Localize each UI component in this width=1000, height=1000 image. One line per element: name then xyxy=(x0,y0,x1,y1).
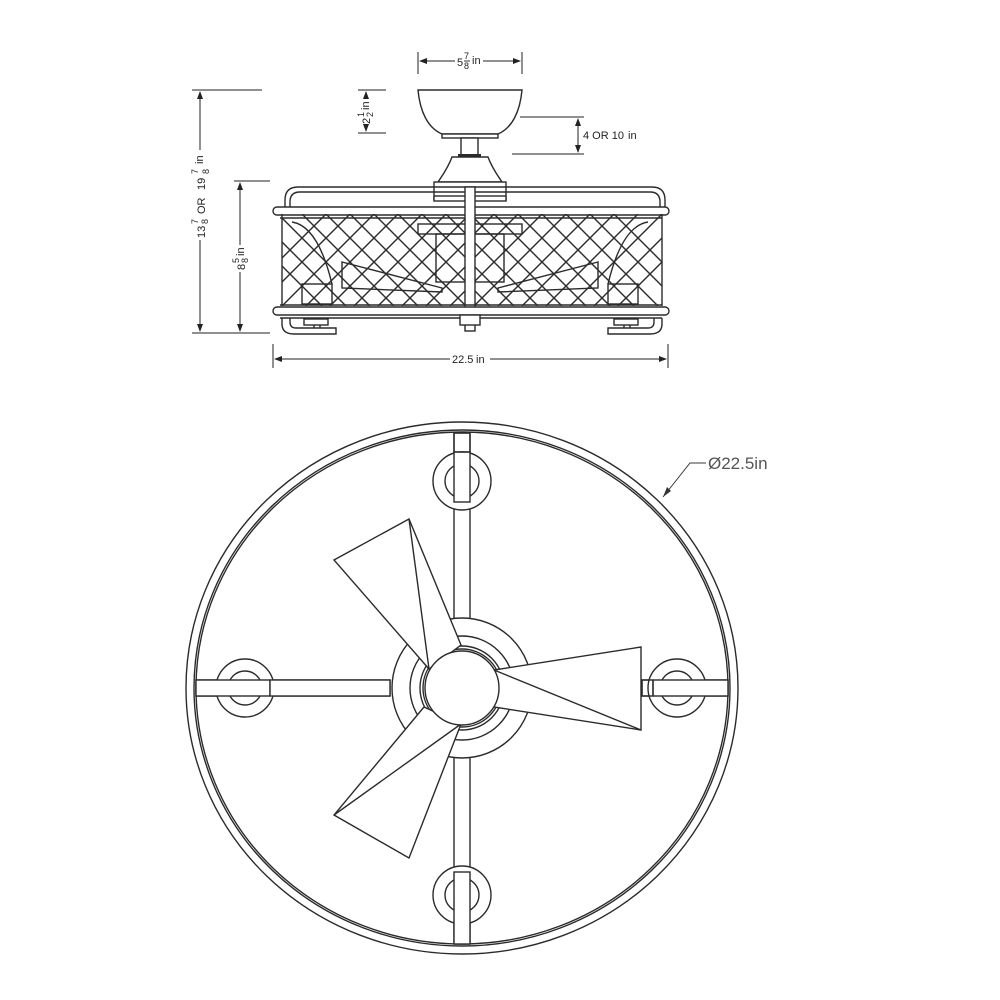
canopy-height-den: 2 xyxy=(365,112,375,117)
overall-height-b-whole: 19 xyxy=(196,178,208,190)
motor-housing xyxy=(436,156,504,183)
overall-height-or: OR xyxy=(196,197,208,214)
overall-width-label: 22.5 xyxy=(452,354,473,366)
light-mount-bottom xyxy=(432,865,492,945)
light-mount-top xyxy=(432,432,492,511)
canopy-height-whole: 2 xyxy=(361,118,373,124)
cage-height-dimension: 8 5 8 in xyxy=(231,180,270,332)
light-mount-left xyxy=(195,658,391,718)
side-view: 5 7 8 in 2 1 2 in xyxy=(190,51,670,368)
cage-height-unit: in xyxy=(235,247,247,256)
canopy xyxy=(417,89,523,135)
overall-height-unit: in xyxy=(194,155,206,164)
cage-outer-ring xyxy=(185,421,739,955)
canopy-height-dimension: 2 1 2 in xyxy=(356,89,386,134)
canopy-width-whole: 5 xyxy=(457,57,463,69)
bottom-view: Ø22.5in xyxy=(185,421,768,955)
blade-lower-left xyxy=(332,706,462,860)
canopy-width-unit: in xyxy=(472,55,481,67)
overall-height-a-whole: 13 xyxy=(196,226,208,238)
canopy-width-den: 8 xyxy=(464,61,469,71)
cage-height-num: 5 xyxy=(231,258,241,263)
canopy-height-num: 1 xyxy=(356,112,366,117)
canopy-width-num: 7 xyxy=(464,51,469,61)
canopy-height-unit: in xyxy=(360,101,372,110)
center-post xyxy=(464,186,476,332)
downrod-unit: in xyxy=(628,130,637,142)
overall-height-a-den: 8 xyxy=(200,219,210,224)
overall-width-dimension: 22.5 in xyxy=(272,344,669,368)
overall-height-dimension: 13 7 8 OR 19 7 8 in xyxy=(190,89,270,334)
downrod xyxy=(460,137,479,156)
overall-height-a-num: 7 xyxy=(190,219,200,224)
diameter-label: Ø22.5in xyxy=(708,454,768,473)
overall-height-b-den: 8 xyxy=(201,169,211,174)
cage-height-whole: 8 xyxy=(236,264,248,270)
diameter-callout: Ø22.5in xyxy=(662,454,768,498)
cage-bottom-hoop xyxy=(281,318,337,335)
hub-cap xyxy=(424,650,500,726)
downrod-dimension: 4 OR 10 in xyxy=(512,116,637,155)
blade-upper-left xyxy=(332,518,462,670)
cage-bottom-rail xyxy=(272,306,670,316)
canopy-width-dimension: 5 7 8 in xyxy=(417,51,523,74)
cage-height-den: 8 xyxy=(240,258,250,263)
overall-height-b-num: 7 xyxy=(190,169,200,174)
downrod-label: 4 OR 10 xyxy=(583,130,624,142)
overall-width-unit: in xyxy=(476,354,485,366)
light-mount-right xyxy=(641,658,729,718)
